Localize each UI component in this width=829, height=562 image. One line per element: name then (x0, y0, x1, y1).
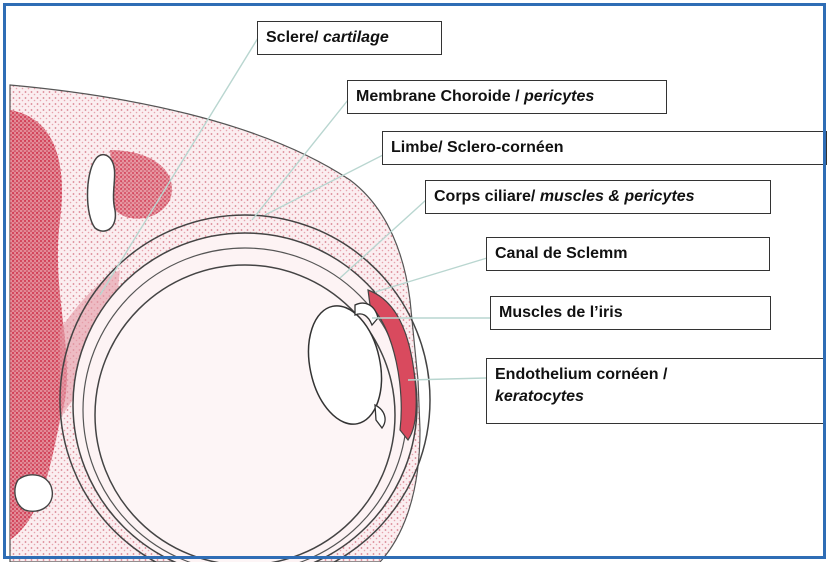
bottom-left-structure (15, 475, 52, 512)
label-choroide: Membrane Choroide / pericytes (347, 80, 667, 114)
label-muscles-main: Muscles de l’iris (499, 304, 623, 321)
label-sclere-main: Sclere/ (266, 29, 323, 46)
label-canal-main: Canal de Sclemm (495, 245, 628, 262)
label-choroide-main: Membrane Choroide / (356, 88, 524, 105)
label-canal-sclemm: Canal de Sclemm (486, 237, 770, 271)
label-endothelium-main: Endothelium cornéen / (495, 364, 817, 386)
label-endothelium-italic: keratocytes (495, 388, 584, 405)
label-corps-italic: muscles & pericytes (540, 188, 695, 205)
label-limbe-main: Limbe/ Sclero-cornéen (391, 139, 564, 156)
label-limbe: Limbe/ Sclero-cornéen (382, 131, 827, 165)
label-endothelium: Endothelium cornéen / keratocytes (486, 358, 826, 424)
cartilage-loop (88, 155, 116, 231)
label-muscles-iris: Muscles de l’iris (490, 296, 771, 330)
leader-line-endothelium (408, 378, 486, 380)
label-corps-main: Corps ciliare/ (434, 188, 540, 205)
label-sclere-italic: cartilage (323, 29, 389, 46)
label-sclere: Sclere/ cartilage (257, 21, 442, 55)
label-corps-ciliare: Corps ciliare/ muscles & pericytes (425, 180, 771, 214)
label-choroide-italic: pericytes (524, 88, 594, 105)
